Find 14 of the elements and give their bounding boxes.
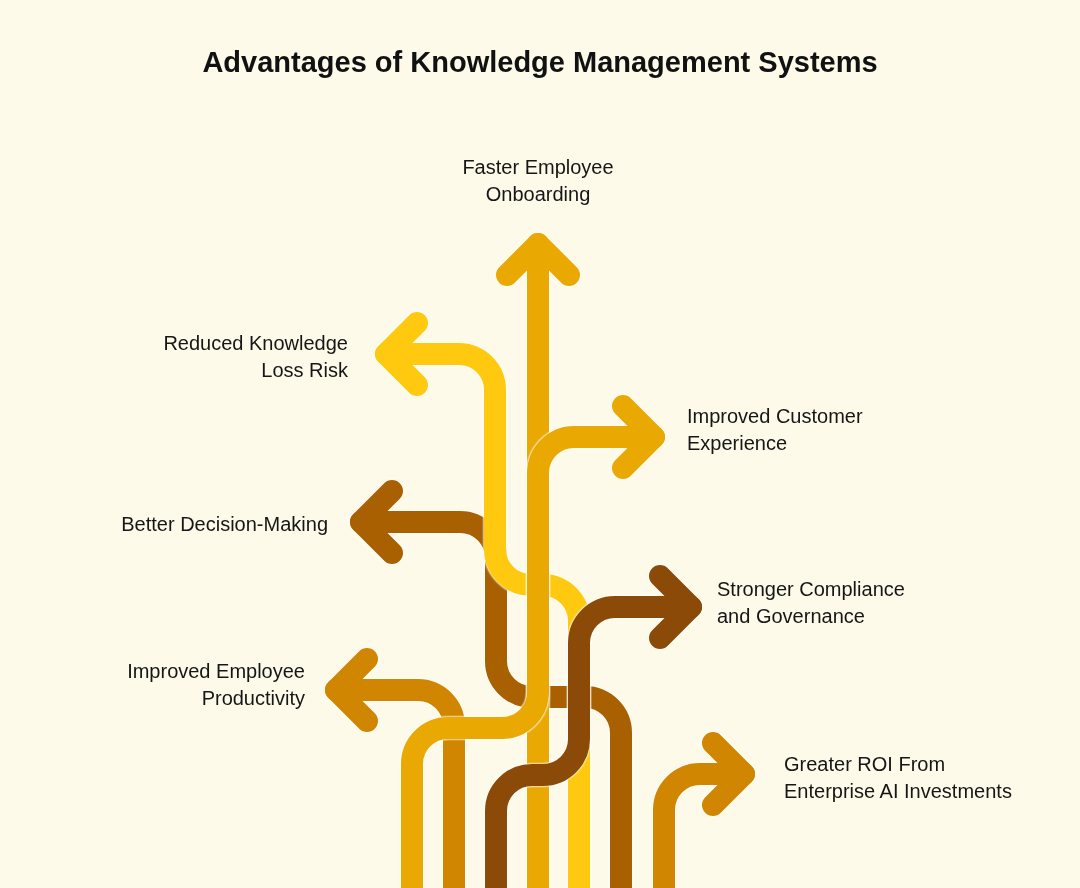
benefit-label: Improved Employee Productivity [127,660,305,709]
arrow [653,732,755,888]
benefit-label: Improved Customer Experience [687,405,863,454]
diagram-title: Advantages of Knowledge Management Systems [202,45,878,80]
arrow [350,480,632,888]
arrow [485,565,702,888]
benefit-label: Better Decision-Making [121,513,328,535]
benefit-label: Greater ROI From Enterprise AI Investments [784,753,1012,802]
benefit-label: Reduced Knowledge Loss Risk [163,332,348,381]
arrow [496,233,580,888]
arrow [325,648,465,888]
benefit-label: Stronger Compliance and Governance [717,578,905,627]
benefit-label: Faster Employee Onboarding [462,156,614,205]
arrow [401,395,665,888]
